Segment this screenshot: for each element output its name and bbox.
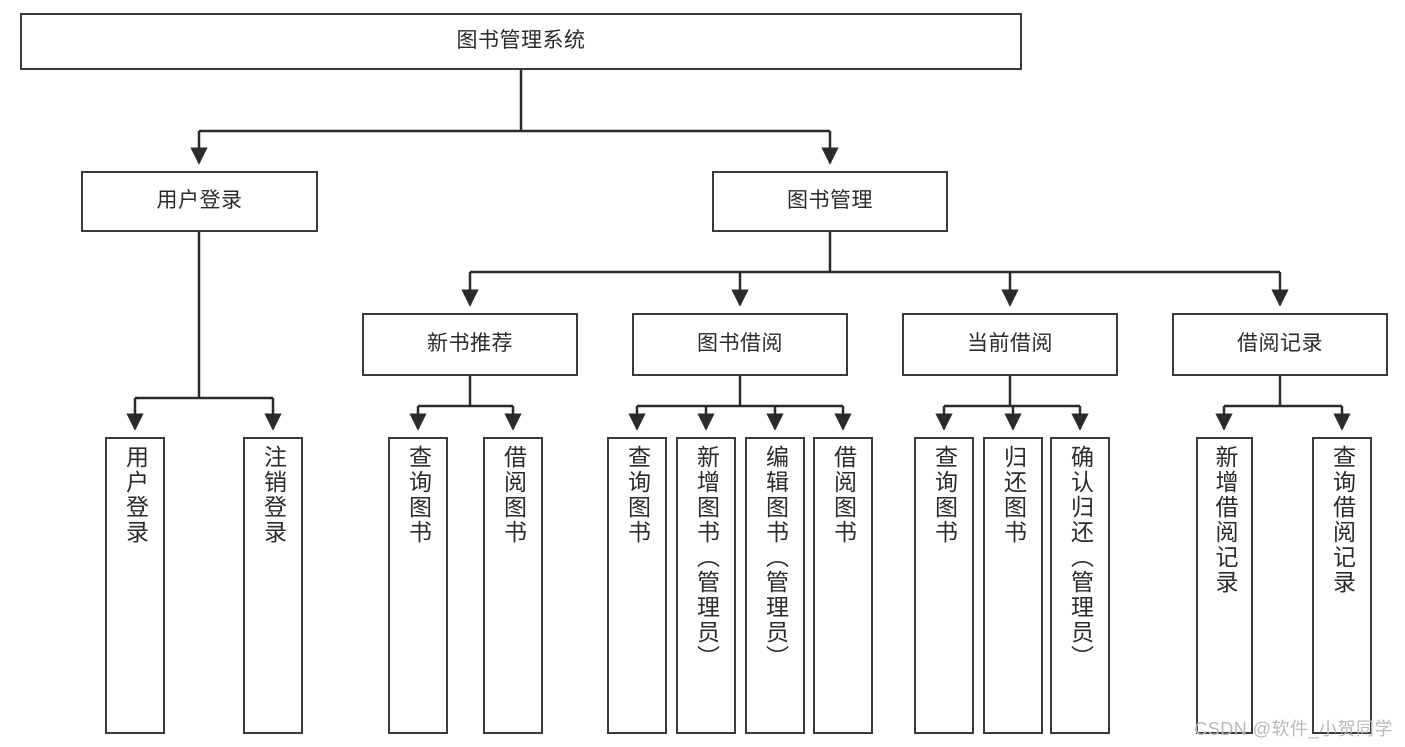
node-user-login[interactable]: 用户登录 — [81, 171, 318, 232]
node-current-borrow[interactable]: 当前借阅 — [902, 313, 1118, 376]
node-book-borrow-label: 图书借阅 — [697, 332, 783, 356]
leaf-new-book-borrow[interactable]: 借阅图书 — [483, 437, 543, 734]
node-borrow-record[interactable]: 借阅记录 — [1172, 313, 1388, 376]
leaf-label: 新增借阅记录 — [1212, 445, 1238, 595]
node-book-management[interactable]: 图书管理 — [712, 171, 948, 232]
node-root-label: 图书管理系统 — [456, 29, 586, 53]
leaf-label: 查询图书 — [624, 445, 651, 545]
leaf-record-query[interactable]: 查询借阅记录 — [1312, 437, 1372, 734]
leaf-label: 编辑图书（管理员） — [762, 445, 789, 670]
leaf-label: 确认归还（管理员） — [1067, 445, 1094, 670]
leaf-label: 注销登录 — [260, 445, 287, 545]
leaf-label: 新增图书（管理员） — [693, 445, 720, 670]
leaf-label: 用户登录 — [122, 445, 149, 545]
leaf-label: 查询借阅记录 — [1329, 445, 1356, 595]
leaf-borrow-borrow-book[interactable]: 借阅图书 — [813, 437, 873, 734]
node-new-book-recommend-label: 新书推荐 — [427, 332, 513, 356]
leaf-label: 借阅图书 — [500, 445, 527, 545]
node-book-management-label: 图书管理 — [787, 189, 873, 213]
leaf-new-book-query[interactable]: 查询图书 — [388, 437, 448, 734]
leaf-user-login-login[interactable]: 用户登录 — [105, 437, 165, 734]
leaf-label: 借阅图书 — [830, 445, 857, 545]
node-current-borrow-label: 当前借阅 — [967, 332, 1053, 356]
node-borrow-record-label: 借阅记录 — [1237, 332, 1323, 356]
leaf-label: 查询图书 — [931, 445, 958, 545]
node-book-borrow[interactable]: 图书借阅 — [632, 313, 848, 376]
leaf-label: 归还图书 — [1000, 445, 1027, 545]
leaf-borrow-add-book[interactable]: 新增图书（管理员） — [676, 437, 736, 734]
leaf-record-add[interactable]: 新增借阅记录 — [1196, 437, 1253, 734]
leaf-label: 查询图书 — [405, 445, 432, 545]
leaf-current-return-book[interactable]: 归还图书 — [983, 437, 1043, 734]
node-user-login-label: 用户登录 — [156, 189, 243, 213]
leaf-borrow-query-book[interactable]: 查询图书 — [607, 437, 667, 734]
leaf-user-login-logout[interactable]: 注销登录 — [243, 437, 303, 734]
leaf-borrow-edit-book[interactable]: 编辑图书（管理员） — [745, 437, 805, 734]
node-root[interactable]: 图书管理系统 — [20, 13, 1022, 70]
watermark: CSDN @软件_小贺同学 — [1194, 719, 1393, 739]
leaf-current-confirm-return[interactable]: 确认归还（管理员） — [1050, 437, 1110, 734]
node-new-book-recommend[interactable]: 新书推荐 — [362, 313, 578, 376]
leaf-current-query-book[interactable]: 查询图书 — [914, 437, 974, 734]
